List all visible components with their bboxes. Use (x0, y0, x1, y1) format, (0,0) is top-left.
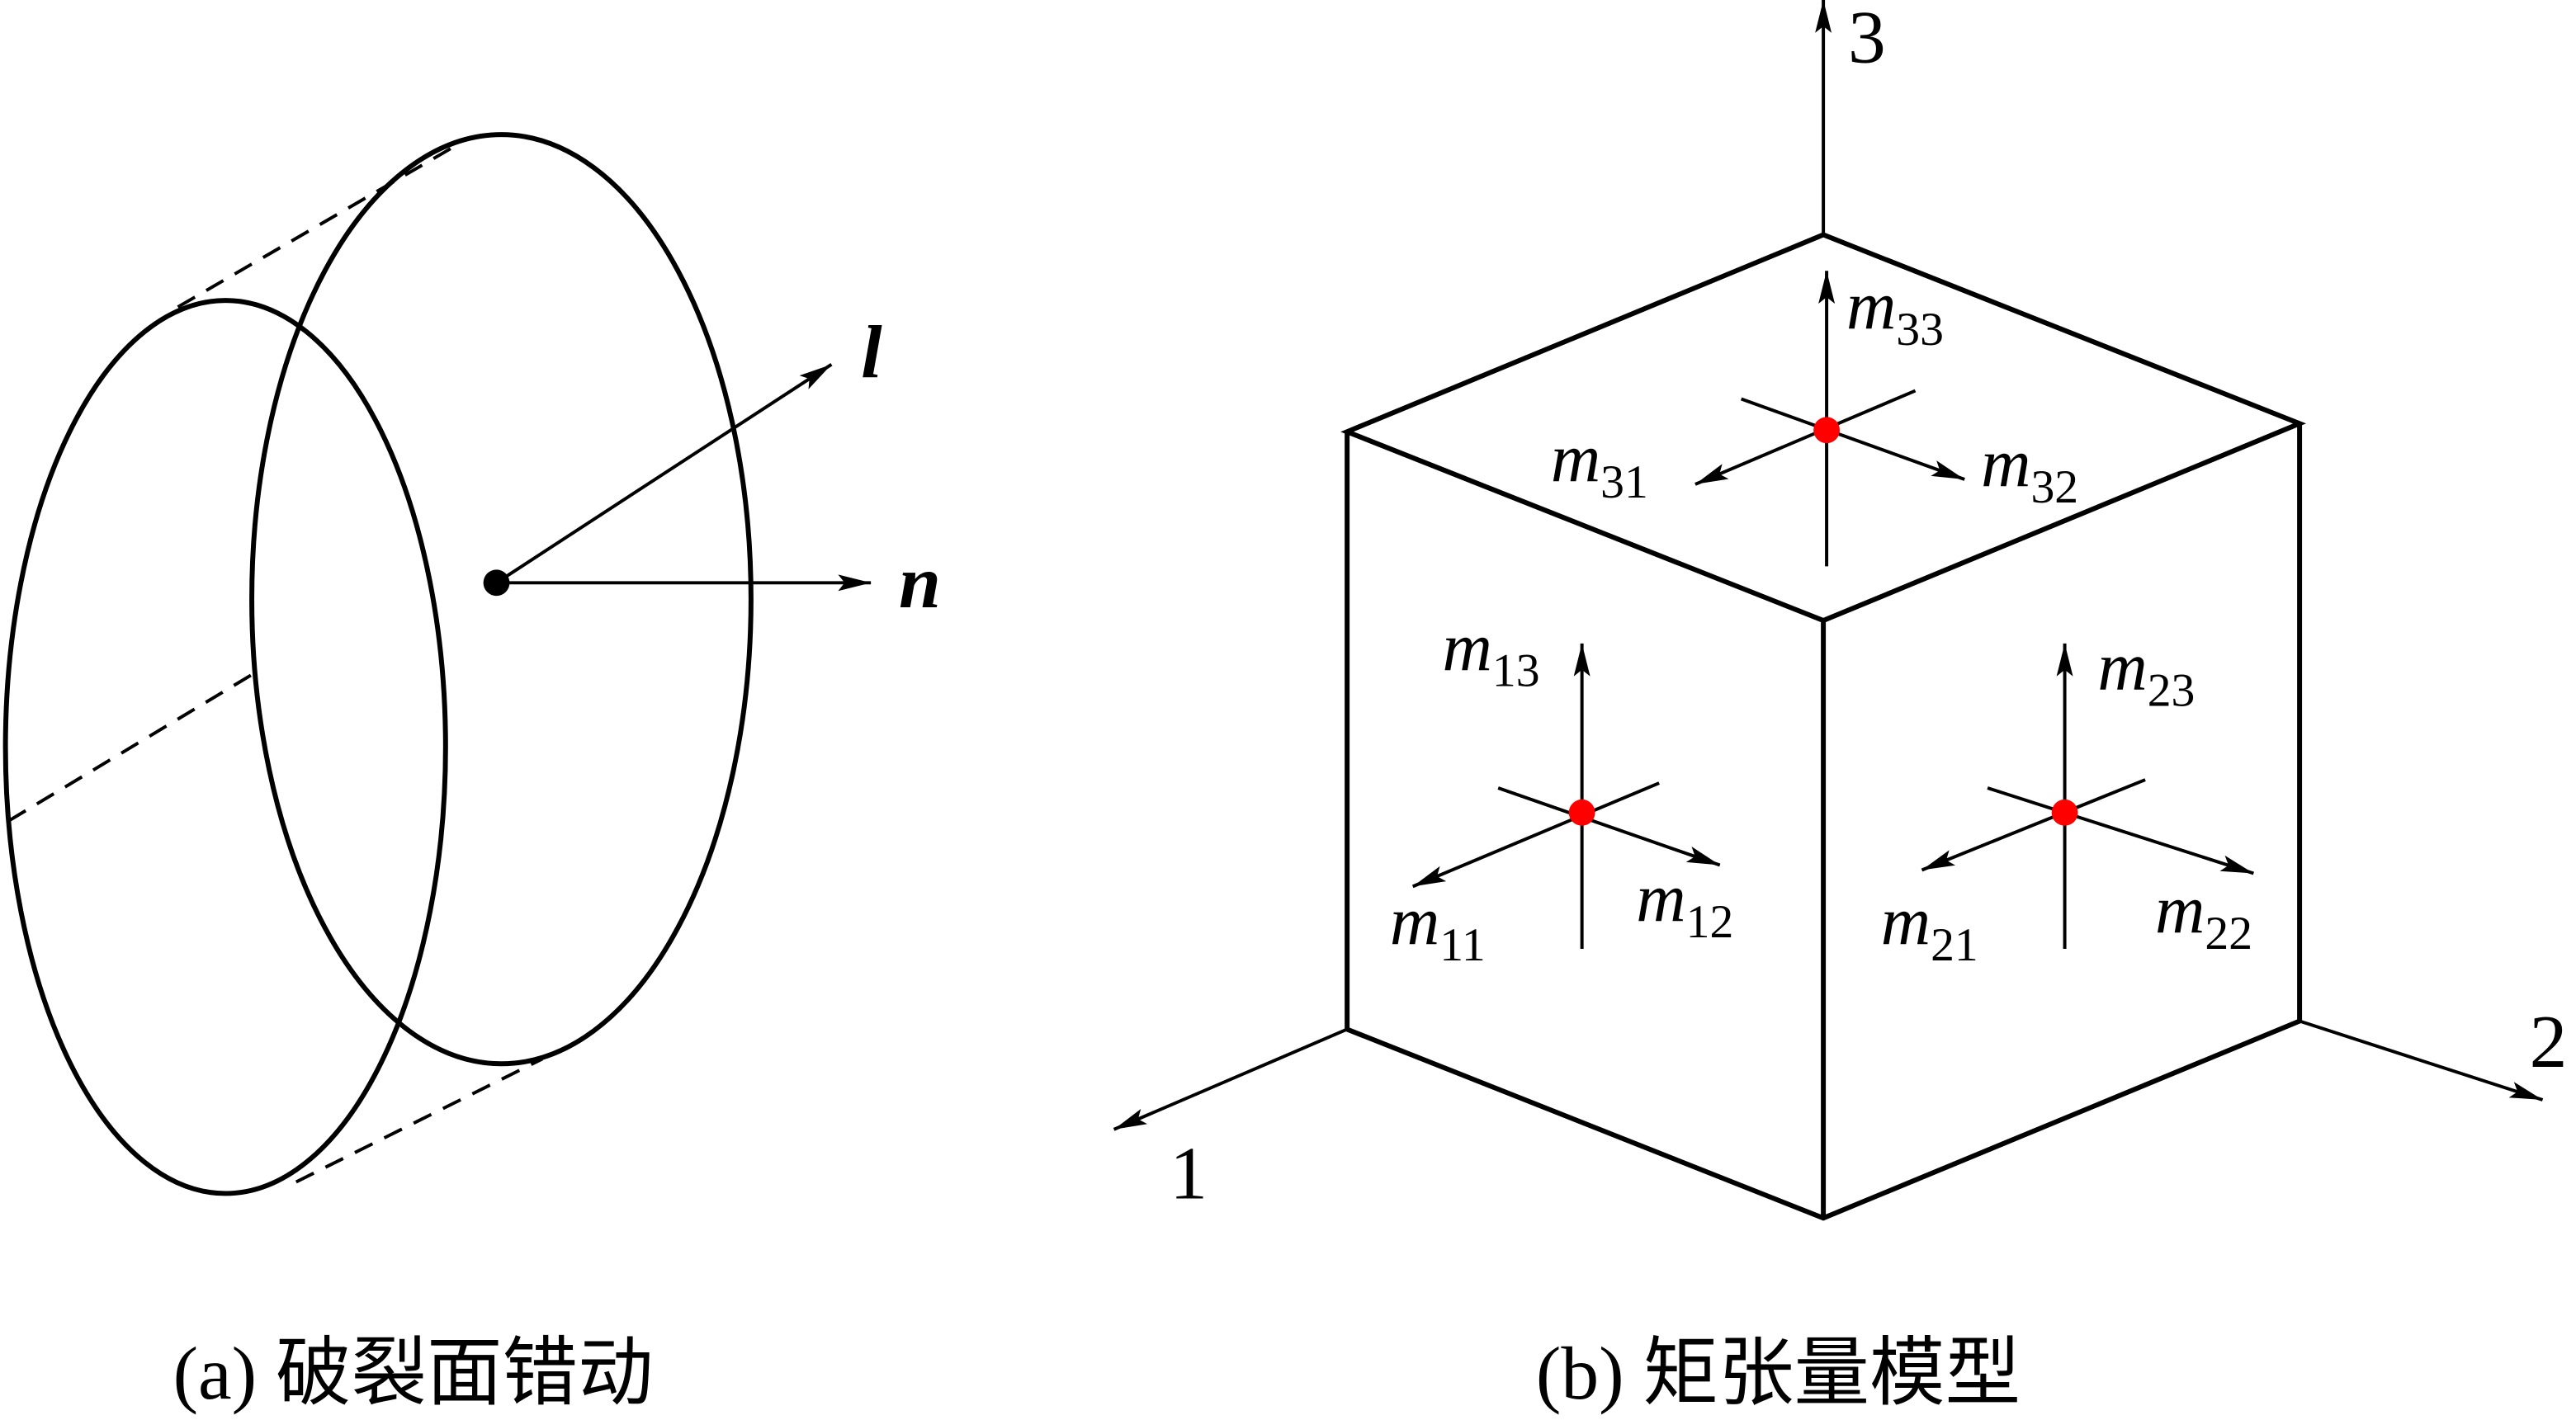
label-m32: m32 (1981, 426, 2078, 513)
axis-3-label: 3 (1848, 0, 1886, 79)
label-m12: m12 (1636, 861, 1733, 948)
hanging-wall-disc (2, 298, 448, 1196)
hidden-diameter (7, 668, 262, 823)
axis-2-label: 2 (2530, 999, 2568, 1083)
axis-1-label: 1 (1170, 1130, 1208, 1215)
label-m23: m23 (2097, 630, 2195, 717)
label-m13: m13 (1443, 610, 1540, 697)
top-tangent-dashed (177, 146, 453, 309)
label-m22: m22 (2155, 872, 2252, 960)
axis-2 (2299, 1019, 2544, 1102)
label-m21: m21 (1881, 884, 1978, 971)
fault-center-point (483, 569, 510, 597)
right-face-source (1921, 643, 2254, 949)
slip-vector-l (495, 363, 833, 584)
foot-wall-disc (249, 132, 754, 1067)
caption-b: (b) 矩张量模型 (1536, 1331, 2021, 1415)
label-m11: m11 (1390, 884, 1486, 971)
panel-a-fault-slip: l n (a) 破裂面错动 (2, 132, 941, 1415)
top-face-source (1694, 271, 1965, 567)
label-n: n (899, 540, 941, 624)
cube (1340, 232, 2307, 1221)
label-m31: m31 (1551, 421, 1648, 508)
panel-b-moment-tensor: 3 1 2 m33 m31 m32 m13 m11 m12 (1113, 0, 2568, 1415)
front-face-source (1411, 643, 1721, 949)
bottom-tangent-dashed (295, 1057, 544, 1184)
axis-1 (1113, 1027, 1348, 1131)
label-l: l (861, 310, 882, 394)
caption-a: (a) 破裂面错动 (173, 1331, 654, 1415)
label-m33: m33 (1846, 268, 1944, 356)
